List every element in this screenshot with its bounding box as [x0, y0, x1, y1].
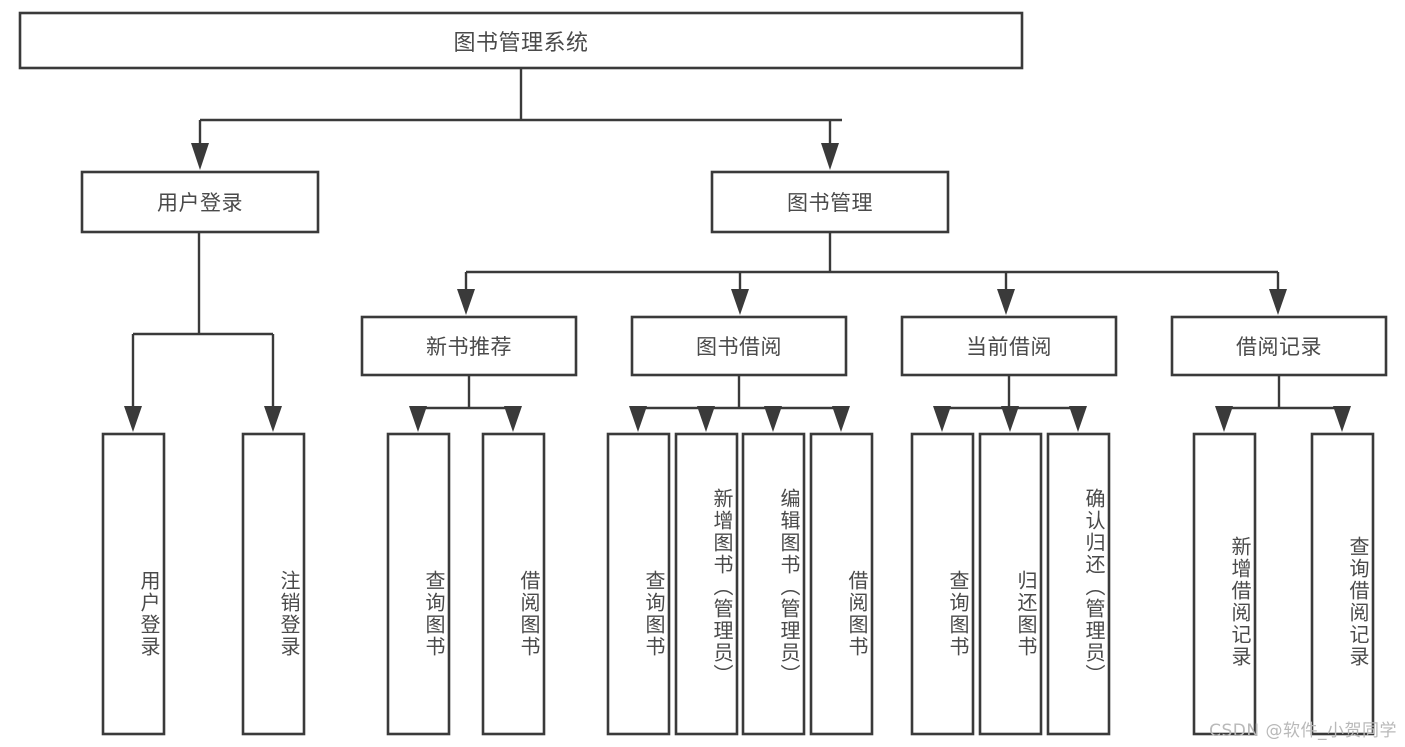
node-box-current-borrow[interactable]: [900, 315, 1118, 377]
leaf-box-1[interactable]: [241, 432, 306, 736]
node-box-user-login[interactable]: [80, 170, 320, 234]
connector-root-to-level1: [191, 68, 842, 170]
connector-bookmgmt-to-level2: [457, 232, 1287, 315]
leaf-box-12[interactable]: [1310, 432, 1375, 736]
leaf-box-7[interactable]: [809, 432, 874, 736]
connector-newbook-to-leaves: [409, 375, 522, 432]
watermark-text: CSDN @软件_小贺同学: [1209, 721, 1397, 741]
leaf-box-10[interactable]: [1046, 432, 1111, 736]
leaf-box-5[interactable]: [674, 432, 739, 736]
connector-userlogin-to-leaves: [124, 232, 282, 432]
connector-bookborrow-to-leaves: [629, 375, 850, 432]
leaf-box-8[interactable]: [910, 432, 975, 736]
node-box-borrow-record[interactable]: [1170, 315, 1388, 377]
node-box-new-book-recommend[interactable]: [360, 315, 578, 377]
leaf-box-6[interactable]: [741, 432, 806, 736]
leaf-box-9[interactable]: [978, 432, 1043, 736]
leaf-box-11[interactable]: [1192, 432, 1257, 736]
leaf-box-2[interactable]: [386, 432, 451, 736]
connector-currentborrow-to-leaves: [933, 375, 1087, 432]
connector-borrowrecord-to-leaves: [1215, 375, 1351, 432]
leaf-box-3[interactable]: [481, 432, 546, 736]
node-box-root[interactable]: [18, 11, 1024, 70]
node-box-book-borrow[interactable]: [630, 315, 848, 377]
leaf-box-0[interactable]: [101, 432, 166, 736]
node-box-book-management[interactable]: [710, 170, 950, 234]
leaf-box-4[interactable]: [606, 432, 671, 736]
